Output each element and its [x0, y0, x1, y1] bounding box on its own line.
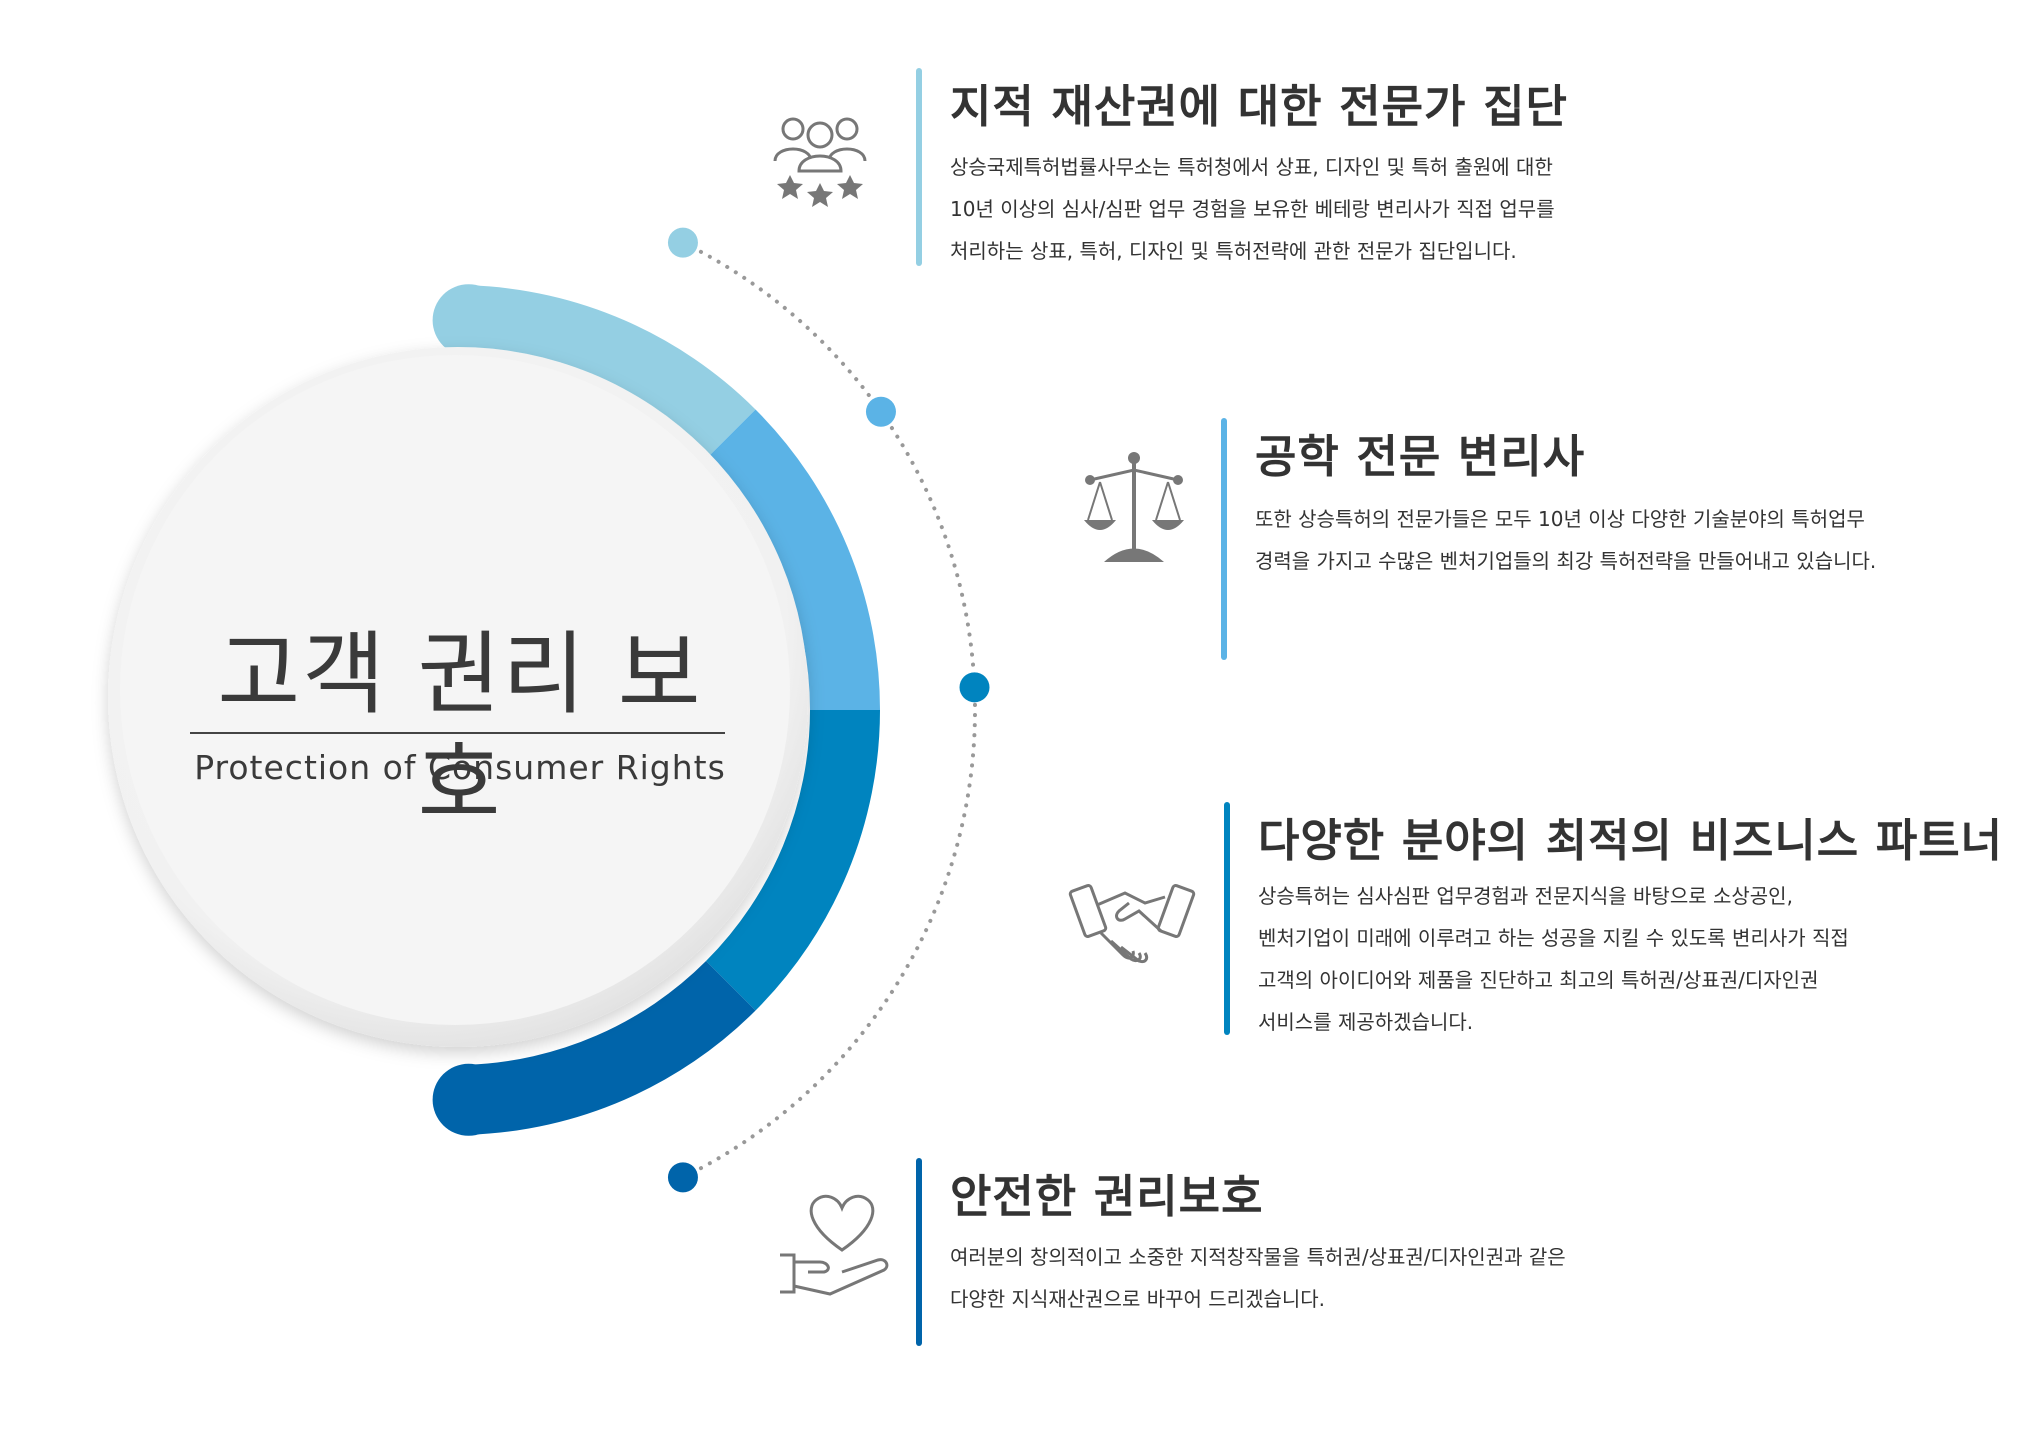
center-subtitle: Protection of Consumer Rights	[194, 748, 726, 787]
feature-accent-line	[1224, 802, 1230, 1035]
feature-line: 서비스를 제공하겠습니다.	[1258, 1010, 1474, 1034]
feature-description: 상승국제특허법률사무소는 특허청에서 상표, 디자인 및 특허 출원에 대한 1…	[950, 146, 1555, 272]
ring-segment-1	[467, 285, 756, 459]
feature-block-engineering: 공학 전문 변리사 또한 상승특허의 전문가들은 모두 10년 이상 다양한 기…	[1221, 418, 1981, 663]
feature-line: 상승국제특허법률사무소는 특허청에서 상표, 디자인 및 특허 출원에 대한	[950, 155, 1553, 179]
progress-ring	[432, 284, 880, 1136]
feature-line: 또한 상승특허의 전문가들은 모두 10년 이상 다양한 기술분야의 특허업무	[1255, 507, 1865, 531]
feature-description: 상승특허는 심사심판 업무경험과 전문지식을 바탕으로 소상공인, 벤처기업이 …	[1258, 875, 1849, 1043]
feature-accent-line	[1221, 418, 1227, 660]
feature-block-expert-group: 지적 재산권에 대한 전문가 집단 상승국제특허법률사무소는 특허청에서 상표,…	[916, 68, 1676, 268]
connector-dot-4	[667, 1162, 698, 1193]
feature-line: 상승특허는 심사심판 업무경험과 전문지식을 바탕으로 소상공인,	[1258, 884, 1793, 908]
ring-cap-bottom	[432, 1063, 505, 1136]
center-divider	[190, 732, 725, 734]
center-disc-inner	[120, 355, 790, 1025]
connector-dot-3	[959, 672, 990, 703]
feature-accent-line	[916, 1158, 922, 1346]
feature-title: 다양한 분야의 최적의 비즈니스 파트너	[1258, 814, 2004, 867]
ring-segment-4	[467, 961, 756, 1135]
feature-title: 지적 재산권에 대한 전문가 집단	[950, 80, 1568, 133]
feature-accent-line	[916, 68, 922, 266]
feature-line: 다양한 지식재산권으로 바꾸어 드리겠습니다.	[950, 1287, 1326, 1311]
feature-line: 10년 이상의 심사/심판 업무 경험을 보유한 베테랑 변리사가 직접 업무를	[950, 197, 1555, 221]
feature-line: 벤처기업이 미래에 이루려고 하는 성공을 지킬 수 있도록 변리사가 직접	[1258, 926, 1849, 950]
connector-dot-1	[667, 227, 698, 258]
feature-line: 처리하는 상표, 특허, 디자인 및 특허전략에 관한 전문가 집단입니다.	[950, 239, 1517, 263]
handshake-icon	[1068, 884, 1196, 963]
feature-title: 안전한 권리보호	[950, 1170, 1264, 1223]
feature-description: 또한 상승특허의 전문가들은 모두 10년 이상 다양한 기술분야의 특허업무 …	[1255, 498, 1876, 582]
ring-segment-3	[706, 710, 880, 1011]
feature-block-rights-protection: 안전한 권리보호 여러분의 창의적이고 소중한 지적창작물을 특허권/상표권/디…	[916, 1158, 1696, 1348]
people-stars-icon	[773, 117, 867, 207]
center-title: 고객 권리 보호	[217, 622, 703, 837]
feature-line: 고객의 아이디어와 제품을 진단하고 최고의 특허권/상표권/디자인권	[1258, 968, 1819, 992]
heart-hand-icon	[780, 1194, 889, 1296]
dotted-connector	[680, 240, 977, 1180]
feature-block-business-partner: 다양한 분야의 최적의 비즈니스 파트너 상승특허는 심사심판 업무경험과 전문…	[1224, 802, 2004, 1037]
feature-description: 여러분의 창의적이고 소중한 지적창작물을 특허권/상표권/디자인권과 같은 다…	[950, 1236, 1566, 1320]
ring-segment-2	[706, 409, 880, 710]
scales-icon	[1084, 452, 1184, 562]
feature-line: 여러분의 창의적이고 소중한 지적창작물을 특허권/상표권/디자인권과 같은	[950, 1245, 1566, 1269]
connector-dot-2	[865, 396, 896, 427]
feature-line: 경력을 가지고 수많은 벤처기업들의 최강 특허전략을 만들어내고 있습니다.	[1255, 549, 1877, 573]
feature-title: 공학 전문 변리사	[1255, 430, 1586, 483]
ring-cap-top	[432, 284, 505, 357]
